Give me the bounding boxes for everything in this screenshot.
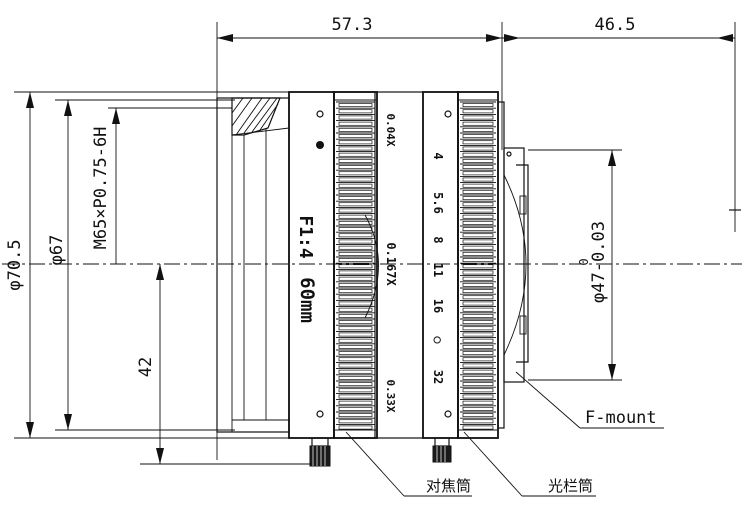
focus-lock-knob bbox=[309, 437, 331, 467]
mag-tick-2: 0.33X bbox=[384, 379, 397, 412]
rear-mount bbox=[497, 101, 622, 429]
half-height-text: 42 bbox=[136, 357, 156, 377]
front-barrel bbox=[216, 97, 290, 433]
f-stop-1: 5.6 bbox=[431, 192, 445, 214]
f-stop-4: 16 bbox=[431, 299, 445, 313]
dimension-mount-diameter: φ47-0.03 0 bbox=[577, 150, 616, 380]
f-stop-5: ○ bbox=[431, 336, 445, 344]
mag-tick-1: 0.167X bbox=[384, 242, 398, 286]
dimension-flange-distance: 46.5 bbox=[502, 15, 741, 232]
f-stop-6: 32 bbox=[431, 370, 445, 384]
f-stop-3: 11 bbox=[431, 263, 445, 277]
dimension-diameter-2: φ67 bbox=[47, 99, 235, 431]
dimension-half-height: 42 bbox=[136, 264, 318, 465]
f-stop-0: 4 bbox=[431, 152, 445, 159]
thread-text: M65×P0.75-6H bbox=[91, 127, 111, 250]
callout-mount-text: F-mount bbox=[585, 408, 657, 428]
aperture-lock-knob bbox=[432, 437, 452, 463]
mount-diameter-text: φ47-0.03 bbox=[589, 221, 609, 303]
outer-diameter-text: φ70.5 bbox=[5, 239, 25, 290]
f-stop-2: 8 bbox=[431, 236, 445, 243]
dimension-outer-diameter: φ70.5 bbox=[5, 91, 290, 439]
callout-aperture-ring: 光栏筒 bbox=[463, 431, 596, 497]
focus-ring bbox=[333, 91, 378, 439]
callout-focus-ring-text: 对焦筒 bbox=[426, 477, 471, 495]
flange-distance-text: 46.5 bbox=[595, 15, 636, 35]
aperture-marking: F1:4 bbox=[295, 215, 316, 259]
length-body-text: 57.3 bbox=[332, 15, 373, 35]
mount-tol-upper-text: 0 bbox=[577, 258, 591, 265]
dimension-thread: M65×P0.75-6H bbox=[91, 107, 232, 264]
callout-mount: F-mount bbox=[515, 371, 664, 429]
focal-length-marking: 60mm bbox=[296, 277, 318, 323]
diameter-2-text: φ67 bbox=[47, 235, 67, 266]
mag-tick-0: 0.04X bbox=[384, 113, 397, 146]
callout-focus-ring: 对焦筒 bbox=[345, 431, 472, 497]
aperture-ring bbox=[457, 91, 499, 439]
callout-aperture-ring-text: 光栏筒 bbox=[548, 477, 593, 495]
